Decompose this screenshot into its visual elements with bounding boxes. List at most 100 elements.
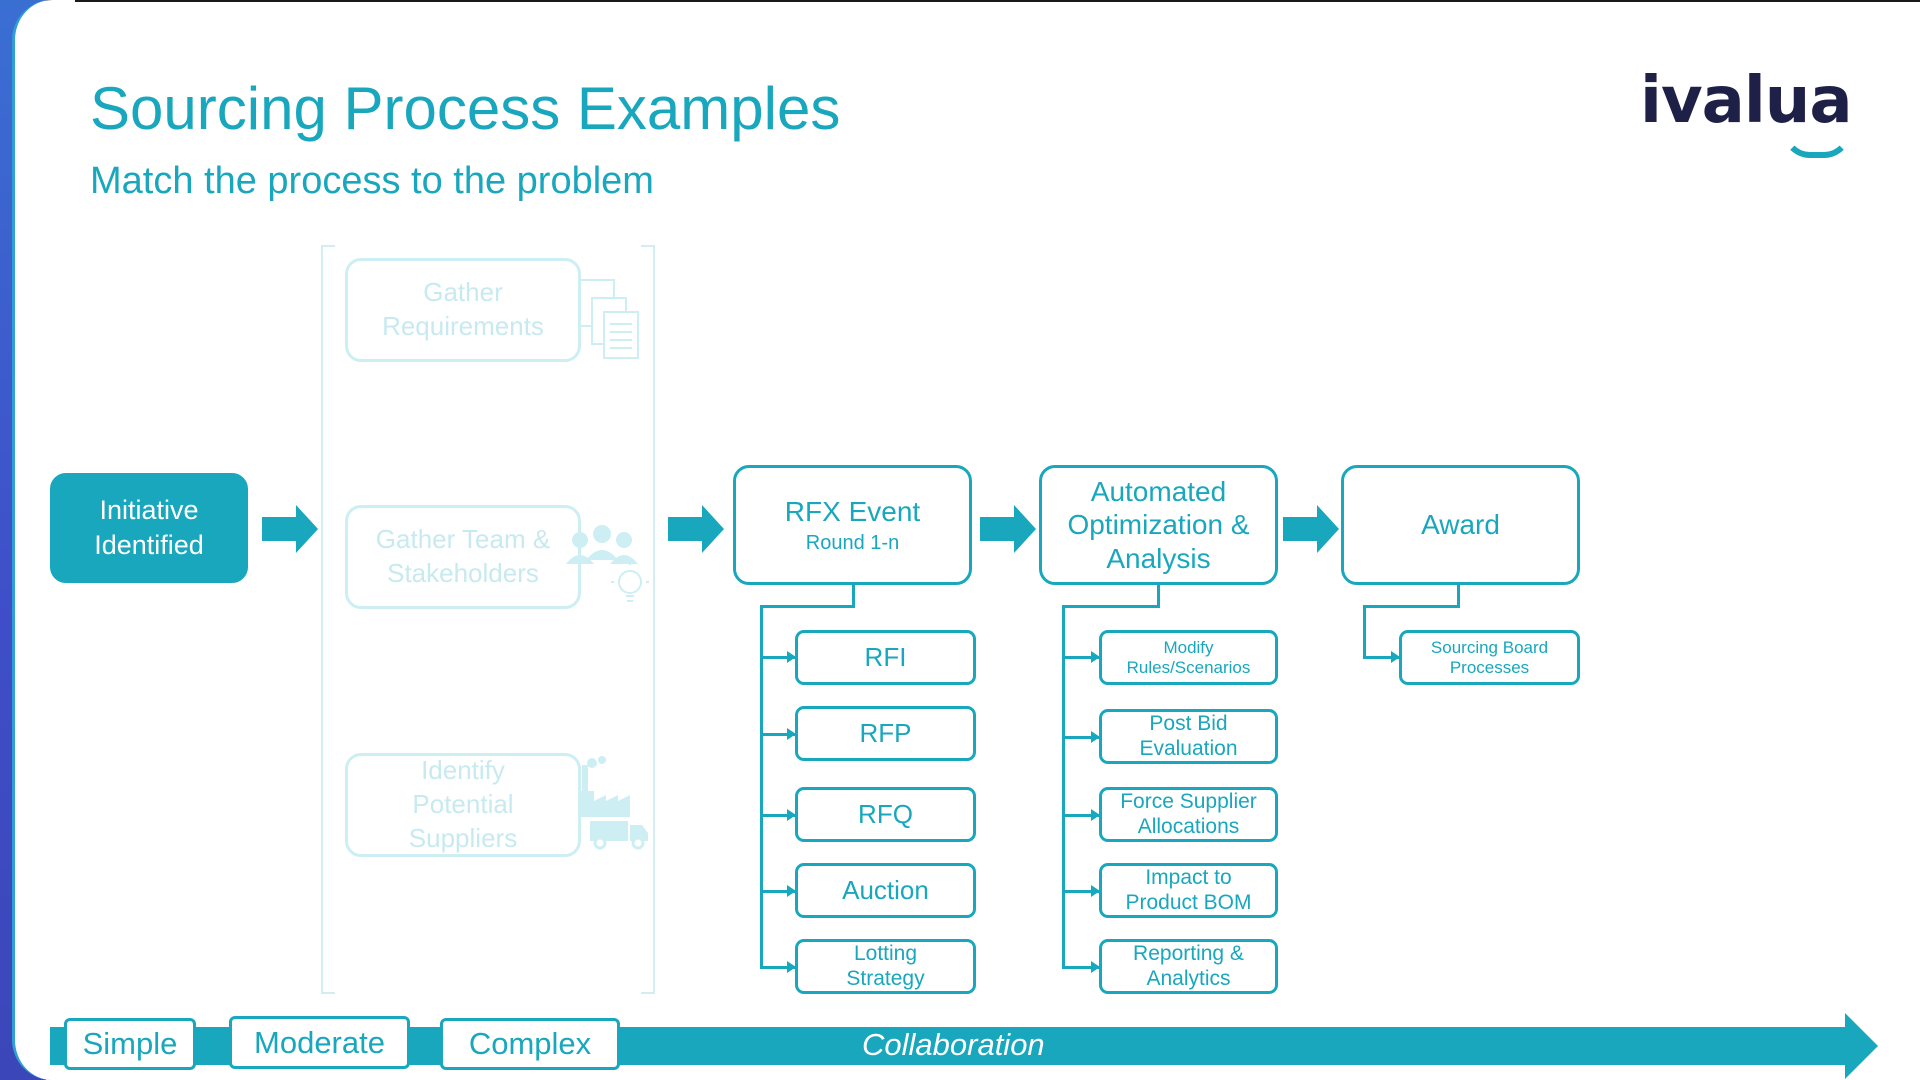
opt-branch (1062, 966, 1100, 969)
rfx-item-label: Auction (842, 874, 929, 905)
opt-branch (1062, 814, 1100, 817)
rfx-branch-arrow (787, 961, 796, 973)
opt-branch-arrow (1091, 651, 1100, 663)
opt-branch-arrow (1091, 961, 1100, 973)
collaboration-label: Collaboration (862, 1027, 1045, 1062)
bracket-left (321, 245, 335, 994)
moderate-pill: Moderate (229, 1016, 410, 1069)
gather-requirements-line2: Requirements (382, 311, 544, 341)
logo-smile (1782, 130, 1852, 158)
award-connector-trunk (1363, 605, 1366, 659)
rfx-branch (760, 966, 796, 969)
opt-branch (1062, 736, 1100, 739)
rfx-item-rfq: RFQ (795, 787, 976, 842)
gather-team-line2: Stakeholders (387, 558, 539, 588)
award-connector-down (1457, 585, 1460, 607)
arrow-right-icon (668, 505, 724, 553)
rfx-branch (760, 814, 796, 817)
opt-item-label: Reporting & (1133, 942, 1244, 966)
rfx-event-line1: RFX Event (784, 495, 921, 527)
initiative-line1: Initiative (99, 494, 199, 525)
identify-suppliers-line3: Suppliers (408, 822, 518, 853)
award-item-sourcing-board: Sourcing Board Processes (1399, 630, 1580, 685)
ivalua-logo: ivalua (1640, 64, 1860, 164)
opt-branch (1062, 656, 1100, 659)
rfx-connector-horizontal (760, 605, 855, 608)
opt-item-label: Post Bid (1149, 712, 1228, 736)
rfx-item-label: RFI (864, 641, 907, 672)
gather-team-line1: Gather Team & (375, 524, 551, 555)
rfx-item-label: Strategy (846, 966, 925, 990)
bracket-right (641, 245, 655, 994)
identify-suppliers-box: Identify Potential Suppliers (345, 753, 581, 857)
opt-item-force: Force Supplier Allocations (1099, 787, 1278, 842)
opt-item-label: Rules/Scenarios (1126, 657, 1251, 677)
award-connector-horizontal (1363, 605, 1460, 608)
opt-branch-arrow (1091, 809, 1100, 821)
initiative-line2: Identified (94, 530, 204, 560)
gather-requirements-box: Gather Requirements (345, 258, 581, 362)
rfx-event-box: RFX Event Round 1-n (733, 465, 972, 585)
rfx-item-label: RFP (859, 717, 912, 748)
optimization-line2: Optimization & (1067, 509, 1250, 541)
opt-item-label: Evaluation (1139, 736, 1238, 760)
identify-suppliers-line1: Identify (421, 755, 505, 786)
rfx-item-rfp: RFP (795, 706, 976, 761)
optimization-line1: Automated (1090, 475, 1227, 507)
identify-suppliers-line2: Potential (412, 789, 514, 820)
award-box: Award (1341, 465, 1580, 585)
complex-pill: Complex (440, 1018, 620, 1070)
initiative-identified-box: Initiative Identified (50, 473, 248, 583)
rfx-branch (760, 890, 796, 893)
opt-item-label: Allocations (1137, 814, 1240, 838)
award-branch-arrow (1391, 651, 1400, 663)
award-line1: Award (1421, 509, 1500, 540)
opt-item-impact: Impact to Product BOM (1099, 863, 1278, 918)
opt-connector-trunk (1062, 605, 1065, 968)
logo-wordmark: ivalua (1640, 64, 1853, 138)
page-title: Sourcing Process Examples (90, 75, 841, 142)
award-item-label: Processes (1449, 657, 1530, 677)
rfx-event-line2: Round 1-n (805, 531, 900, 554)
arrow-right-icon (980, 505, 1036, 553)
opt-connector-horizontal (1062, 605, 1160, 608)
award-branch (1363, 656, 1400, 659)
rfx-connector-trunk (760, 605, 763, 968)
documents-icon (579, 279, 639, 359)
rfx-branch-arrow (787, 885, 796, 897)
optimization-box: Automated Optimization & Analysis (1039, 465, 1278, 585)
opt-connector-down (1157, 585, 1160, 607)
rfx-item-rfi: RFI (795, 630, 976, 685)
copyright-text: © 2023 Ivalua (14, 950, 24, 1010)
opt-item-label: Modify (1163, 637, 1214, 657)
page-subtitle: Match the process to the problem (90, 160, 654, 202)
opt-item-modify: Modify Rules/Scenarios (1099, 630, 1278, 685)
optimization-line3: Analysis (1106, 542, 1211, 574)
rfx-branch-arrow (787, 651, 796, 663)
opt-branch-arrow (1091, 885, 1100, 897)
moderate-label: Moderate (254, 1024, 385, 1060)
arrow-right-icon (262, 505, 318, 553)
opt-item-label: Product BOM (1125, 890, 1252, 914)
rfx-branch-arrow (787, 728, 796, 740)
rfx-item-lotting: Lotting Strategy (795, 939, 976, 994)
rfx-item-auction: Auction (795, 863, 976, 918)
opt-item-label: Force Supplier (1120, 790, 1257, 814)
rfx-branch (760, 656, 796, 659)
simple-pill: Simple (64, 1018, 196, 1070)
opt-item-reporting: Reporting & Analytics (1099, 939, 1278, 994)
opt-item-label: Analytics (1146, 966, 1231, 990)
arrow-right-icon (1283, 505, 1339, 553)
gather-requirements-line1: Gather (423, 277, 503, 308)
gather-team-box: Gather Team & Stakeholders (345, 505, 581, 609)
opt-branch (1062, 890, 1100, 893)
rfx-item-label: Lotting (853, 942, 918, 966)
rfx-branch-arrow (787, 809, 796, 821)
factory-truck-icon (578, 756, 648, 850)
opt-item-postbid: Post Bid Evaluation (1099, 709, 1278, 764)
people-lightbulb-icon (566, 525, 649, 602)
opt-item-label: Impact to (1145, 866, 1232, 890)
rfx-item-label: RFQ (858, 798, 913, 829)
rfx-branch (760, 733, 796, 736)
opt-branch-arrow (1091, 731, 1100, 743)
